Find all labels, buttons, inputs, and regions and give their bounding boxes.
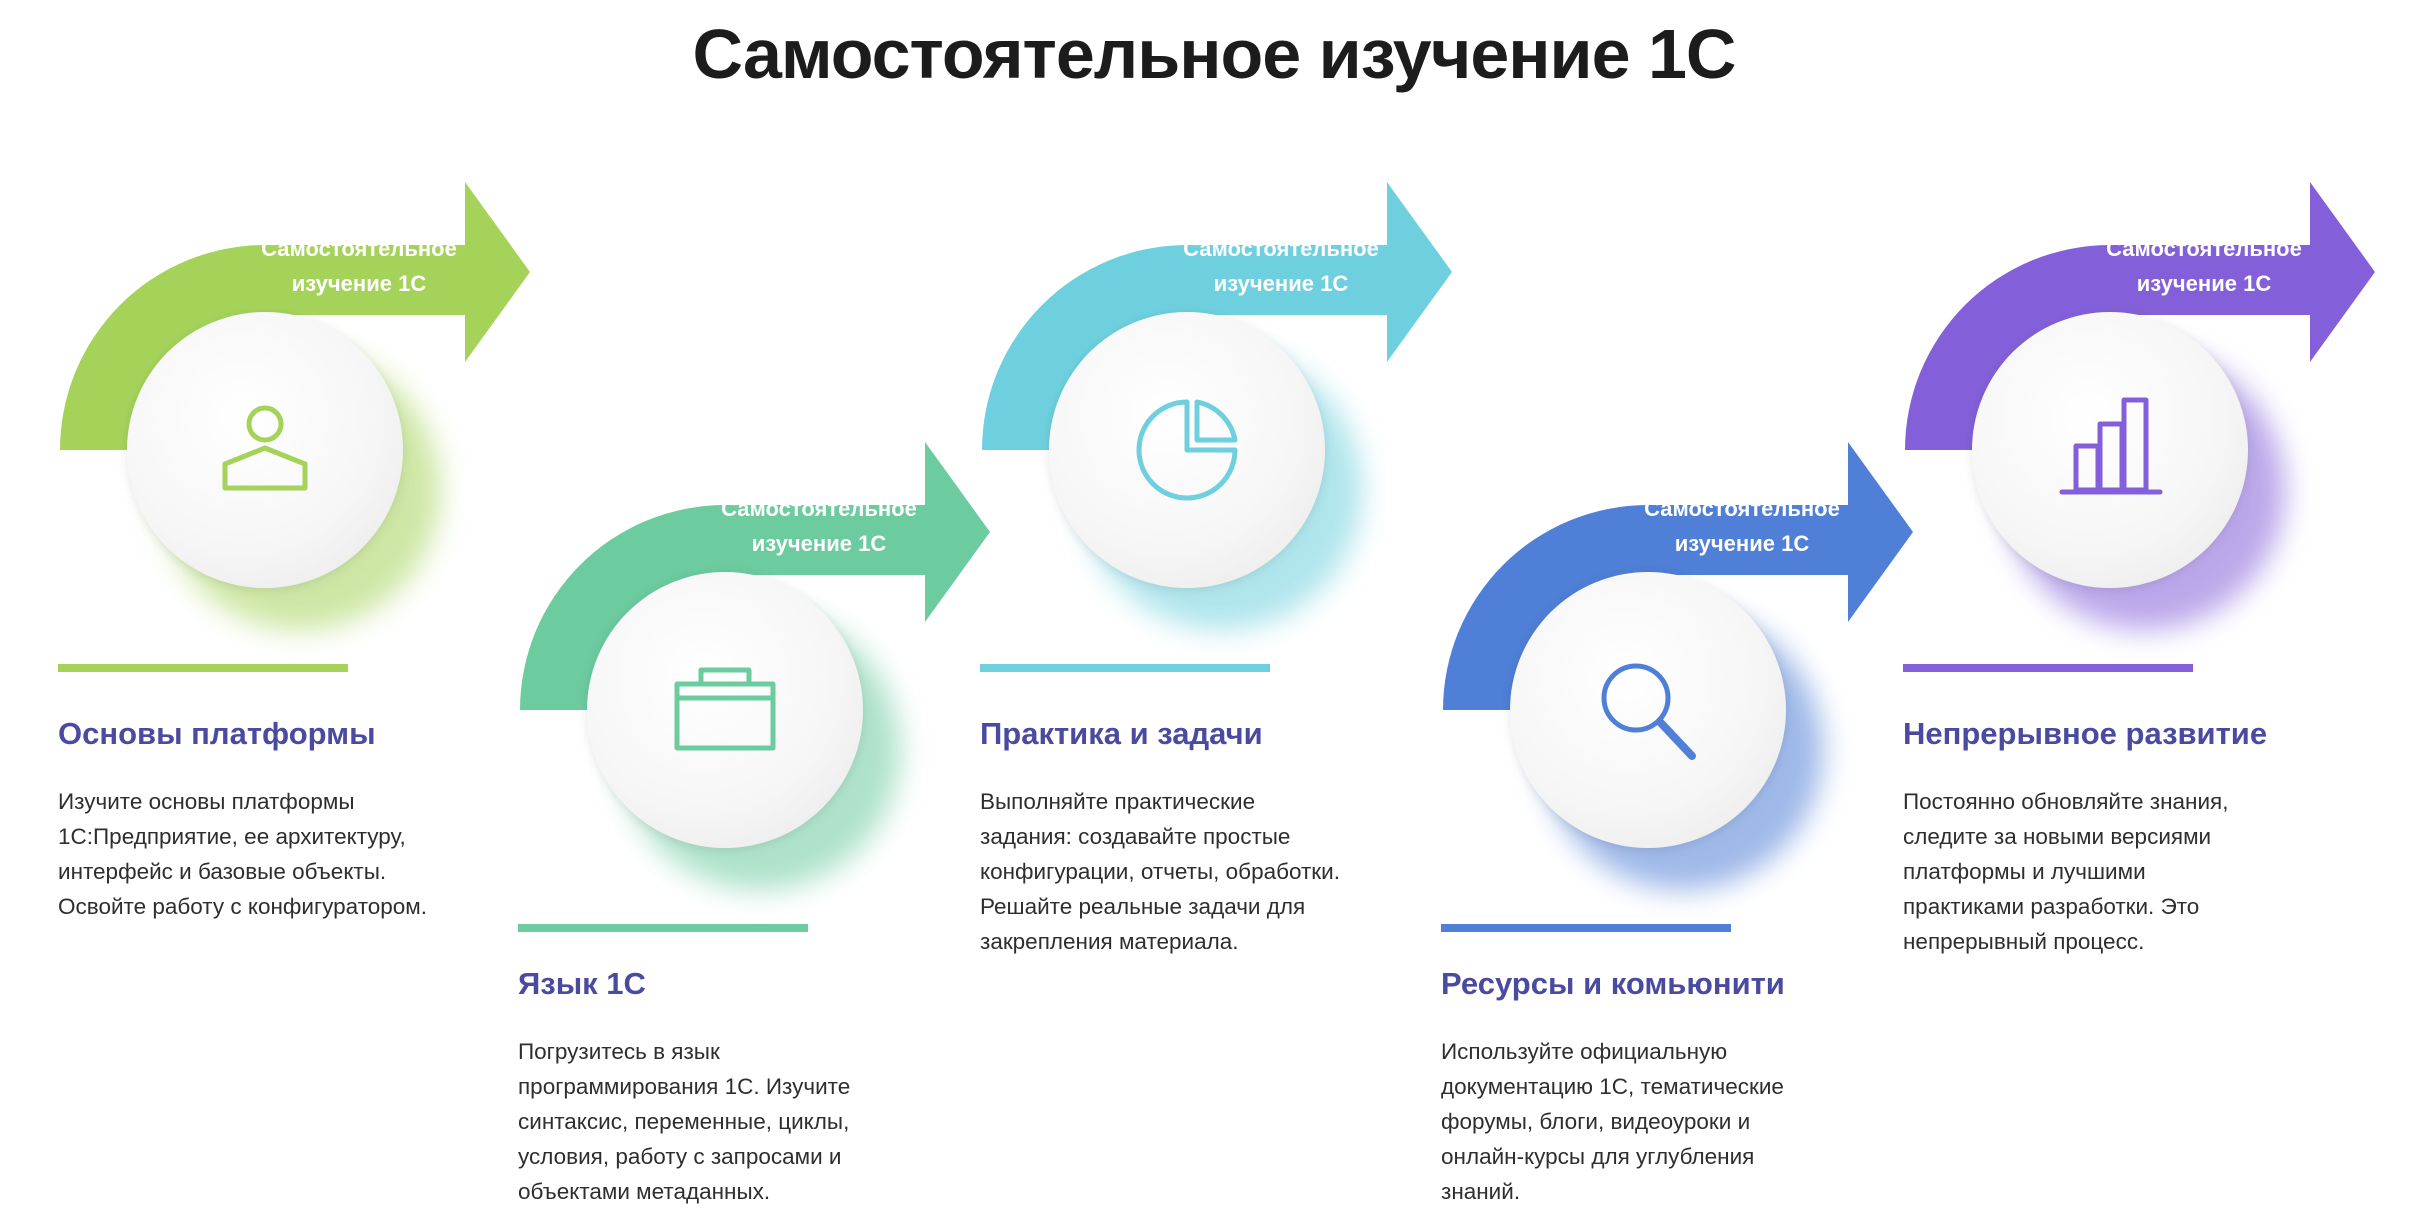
briefcase-icon (674, 667, 776, 751)
step-divider (518, 924, 808, 932)
step-description-line: объектами метаданных. (518, 1179, 771, 1204)
pie-chart-icon (1136, 399, 1238, 501)
step-arrow (60, 182, 530, 450)
step-description-line: непрерывный процесс. (1903, 929, 2145, 954)
step-description-line: задания: создавайте простые (980, 824, 1291, 849)
arrow-label-line2: изучение 1С (2137, 271, 2272, 296)
step-description-line: Изучите основы платформы (58, 789, 355, 814)
step-description-line: 1С:Предприятие, ее архитектуру, (58, 824, 406, 849)
arrow-label-line1: Самостоятельное (2106, 236, 2302, 261)
step-description-line: программирования 1С. Изучите (518, 1074, 851, 1099)
icon-disc (587, 572, 863, 848)
arrow-label-line1: Самостоятельное (1644, 496, 1840, 521)
step-divider (1903, 664, 2193, 672)
arrow-label-line2: изучение 1С (752, 531, 887, 556)
step-description-line: Освойте работу с конфигуратором. (58, 894, 428, 919)
page-title: Самостоятельное изучение 1С (692, 15, 1737, 93)
step-description-line: онлайн-курсы для углубления (1441, 1144, 1755, 1169)
step-description-line: Выполняйте практические (980, 789, 1256, 814)
step-2: Самостоятельное изучение 1С (518, 442, 990, 932)
step-description: Используйте официальную документацию 1С, … (1441, 1034, 1784, 1209)
step-description-line: знаний. (1441, 1179, 1521, 1204)
bar-chart-icon (2059, 397, 2163, 495)
step-divider (58, 664, 348, 672)
arrow-label-line2: изучение 1С (1214, 271, 1349, 296)
arrow-label-line1: Самостоятельное (261, 236, 457, 261)
step-description-line: синтаксис, переменные, циклы, (518, 1109, 850, 1134)
step-arrow (1443, 442, 1913, 710)
arrow-label-line2: изучение 1С (292, 271, 427, 296)
step-divider (1441, 924, 1731, 932)
user-icon (222, 405, 308, 491)
step-description-line: форумы, блоги, видеоуроки и (1441, 1109, 1751, 1134)
step-description-line: следите за новыми версиями (1903, 824, 2212, 849)
step-description-line: Решайте реальные задачи для (980, 894, 1306, 919)
step-title: Основы платформы (58, 716, 376, 751)
step-description-line: конфигурации, отчеты, обработки. (980, 859, 1340, 884)
step-description: Постоянно обновляйте знания, следите за н… (1903, 784, 2228, 959)
step-title: Язык 1С (518, 966, 646, 1001)
step-arrow (982, 182, 1452, 450)
step-description-line: условия, работу с запросами и (518, 1144, 842, 1169)
step-description: Выполняйте практические задания: создавай… (980, 784, 1340, 959)
arrow-label-line1: Самостоятельное (721, 496, 917, 521)
search-icon (1601, 663, 1696, 760)
step-1: Самостоятельное изучение 1С (58, 182, 530, 672)
icon-disc (1510, 572, 1786, 848)
step-description-line: Постоянно обновляйте знания, (1903, 789, 2229, 814)
icon-disc (1972, 312, 2248, 588)
step-3: Самостоятельное изучение 1С (980, 182, 1452, 672)
step-arrow (520, 442, 990, 710)
step-description-line: интерфейс и базовые объекты. (58, 859, 387, 884)
step-title: Ресурсы и комьюнити (1441, 966, 1785, 1001)
step-description: Изучите основы платформы 1С:Предприятие, … (58, 784, 427, 924)
step-4: Самостоятельное изучение 1С (1441, 442, 1913, 932)
arrow-label-line1: Самостоятельное (1183, 236, 1379, 261)
step-description-line: практиками разработки. Это (1903, 894, 2200, 919)
arrow-label-line2: изучение 1С (1675, 531, 1810, 556)
step-arrow (1905, 182, 2375, 450)
step-description-line: документацию 1С, тематические (1441, 1074, 1784, 1099)
step-title: Непрерывное развитие (1903, 716, 2268, 751)
step-title: Практика и задачи (980, 716, 1263, 751)
step-description-line: закрепления материала. (980, 929, 1239, 954)
step-5: Самостоятельное изучение 1С (1903, 182, 2375, 672)
step-description-line: платформы и лучшими (1903, 859, 2146, 884)
step-description-line: Используйте официальную (1441, 1039, 1728, 1064)
step-description: Погрузитесь в язык программирования 1С. И… (518, 1034, 850, 1209)
step-divider (980, 664, 1270, 672)
step-description-line: Погрузитесь в язык (518, 1039, 720, 1064)
